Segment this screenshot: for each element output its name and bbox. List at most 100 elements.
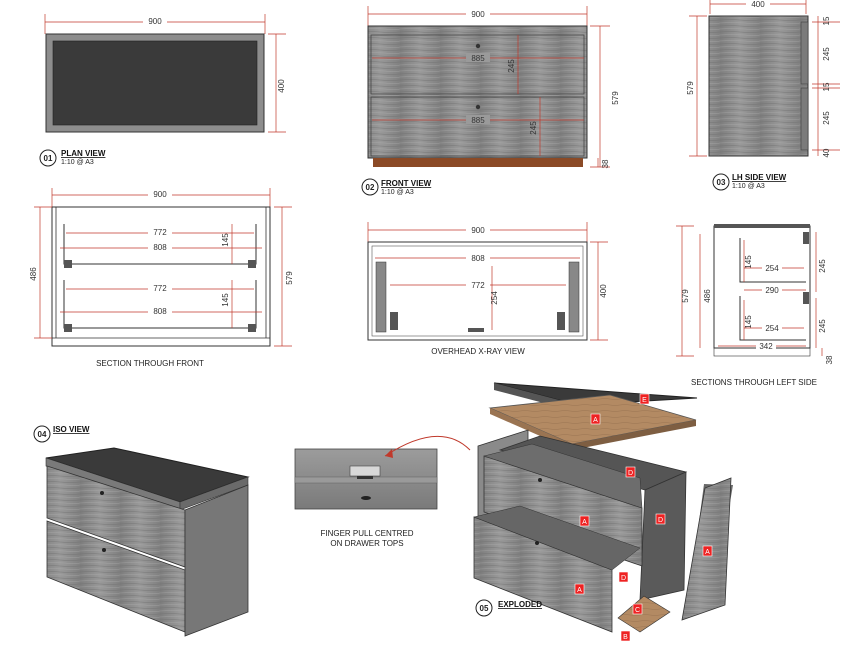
front-height-dim: 579 [611, 91, 620, 105]
plan-width-dim: 900 [148, 17, 162, 26]
exploded-view: 05 EXPLODED E A D A D D A A C B [473, 382, 733, 642]
ss-inner-height-dim: 486 [703, 289, 712, 303]
side-panel [708, 15, 809, 157]
front-drawer-2-width-dim: 885 [471, 116, 485, 125]
tag-D-side: D [655, 513, 666, 525]
ss-drawer-1-depth-dim: 254 [765, 264, 779, 273]
iso-view-title: ISO VIEW [53, 425, 90, 434]
front-drawer-1 [370, 34, 585, 95]
front-plinth [373, 158, 583, 167]
ss-drawer-1-height-dim: 145 [744, 255, 753, 269]
sf-drawer-2-outer-dim: 808 [153, 307, 167, 316]
side-middle-gap-dim: 15 [822, 82, 831, 91]
front-view-number: 02 [366, 183, 375, 192]
plan-view-number-circle [39, 149, 57, 167]
iso-side-panel [184, 484, 249, 637]
tag-B: B [620, 630, 631, 642]
exploded-view-number-circle [475, 599, 493, 617]
svg-text:E: E [642, 397, 647, 404]
plan-top-laminate [52, 40, 258, 126]
exploded-view-title: EXPLODED [498, 600, 542, 609]
oh-width-dim: 900 [471, 226, 485, 235]
drawer-2-pull-icon [475, 104, 481, 110]
oh-drawer-depth-dim: 254 [490, 291, 499, 305]
plan-depth-dim: 400 [277, 79, 286, 93]
side-view-title: LH SIDE VIEW [732, 173, 787, 182]
oh-caption: OVERHEAD X-RAY VIEW [431, 347, 525, 356]
ss-drawer-2-depth-dim: 254 [765, 324, 779, 333]
ss-front-1-dim: 245 [818, 259, 827, 273]
ss-runner-dim: 290 [765, 286, 779, 295]
side-drawer-1-dim: 245 [822, 47, 831, 61]
tag-A-drawer-2: A [574, 583, 585, 595]
side-bottom-dim: 40 [822, 148, 831, 157]
ss-caption: SECTIONS THROUGH LEFT SIDE [691, 378, 817, 387]
svg-text:D: D [658, 517, 663, 524]
oh-inner-dim: 808 [471, 254, 485, 263]
iso-view: 04 ISO VIEW [33, 425, 250, 637]
sf-drawer-2 [63, 280, 257, 329]
iso-view-number: 04 [38, 430, 47, 439]
front-width-dim: 900 [471, 10, 485, 19]
plan-view-number: 01 [44, 154, 53, 163]
sf-drawer-2-inner-dim: 772 [153, 284, 167, 293]
ss-drawer-1 [739, 238, 806, 283]
front-drawer-2-height-dim: 245 [529, 121, 538, 135]
plan-view: 900 400 01 PLAN VIEW 1:10 @ A3 [39, 14, 286, 167]
side-view: 400 579 15 245 15 245 40 03 LH SIDE VIEW… [686, 0, 840, 191]
side-view-number-circle [712, 173, 730, 191]
sf-drawer-1-height-dim: 145 [221, 233, 230, 247]
side-depth-dim: 400 [751, 0, 765, 9]
side-top-gap-dim: 15 [822, 16, 831, 25]
plan-view-scale: 1:10 @ A3 [61, 159, 94, 166]
callout-arrow [384, 435, 471, 457]
svg-text:C: C [635, 607, 640, 614]
overhead-xray-view: 900 808 772 254 400 OVERHEAD X-RAY VIEW [367, 222, 608, 356]
finger-pull-caption-2: ON DRAWER TOPS [330, 539, 403, 548]
front-view-number-circle [361, 178, 379, 196]
ss-bottom-depth-dim: 342 [759, 342, 773, 351]
ss-drawer-2-height-dim: 145 [744, 315, 753, 329]
ss-plinth-dim: 38 [825, 355, 834, 364]
ss-front-2-dim: 245 [818, 319, 827, 333]
tag-C: C [632, 603, 643, 615]
sections-through-left-side: 579 486 145 254 245 290 145 254 245 342 … [676, 224, 834, 387]
side-view-number: 03 [717, 178, 726, 187]
tag-D-back: D [625, 466, 636, 478]
front-drawer-1-width-dim: 885 [471, 54, 485, 63]
section-through-front: 900 772 808 145 772 808 145 486 579 SECT… [29, 188, 294, 368]
oh-depth-dim: 400 [599, 284, 608, 298]
side-drawer-2-dim: 245 [822, 111, 831, 125]
svg-text:B: B [623, 634, 628, 641]
sf-caption: SECTION THROUGH FRONT [96, 359, 204, 368]
tag-D-runner: D [618, 571, 629, 583]
tag-A-top: A [590, 413, 601, 425]
ss-height-dim: 579 [681, 289, 690, 303]
sf-carcass-outline [51, 206, 271, 347]
svg-text:A: A [705, 549, 710, 556]
sf-inner-height-dim: 486 [29, 267, 38, 281]
iso-view-number-circle [33, 425, 51, 443]
svg-text:A: A [593, 417, 598, 424]
finger-pull-detail: FINGER PULL CENTRED ON DRAWER TOPS [294, 435, 471, 548]
tag-A-side: A [702, 545, 713, 557]
sf-drawer-1-outer-dim: 808 [153, 243, 167, 252]
sf-drawer-1-inner-dim: 772 [153, 228, 167, 237]
exploded-plinth [617, 595, 671, 633]
finger-pull-plate [349, 465, 381, 477]
front-view-scale: 1:10 @ A3 [381, 189, 414, 196]
front-plinth-dim: 38 [601, 159, 610, 168]
side-height-dim: 579 [686, 81, 695, 95]
svg-text:A: A [577, 587, 582, 594]
tag-A-drawer-1: A [579, 515, 590, 527]
svg-text:D: D [628, 470, 633, 477]
front-view-title: FRONT VIEW [381, 179, 432, 188]
svg-text:D: D [621, 575, 626, 582]
oh-drawer-dim: 772 [471, 281, 485, 290]
iso-drawer-1-pull-icon [100, 491, 104, 495]
oh-carcass-outline [367, 241, 588, 341]
ss-drawer-2 [739, 296, 806, 341]
sf-drawer-2-height-dim: 145 [221, 293, 230, 307]
plan-view-title: PLAN VIEW [61, 149, 106, 158]
